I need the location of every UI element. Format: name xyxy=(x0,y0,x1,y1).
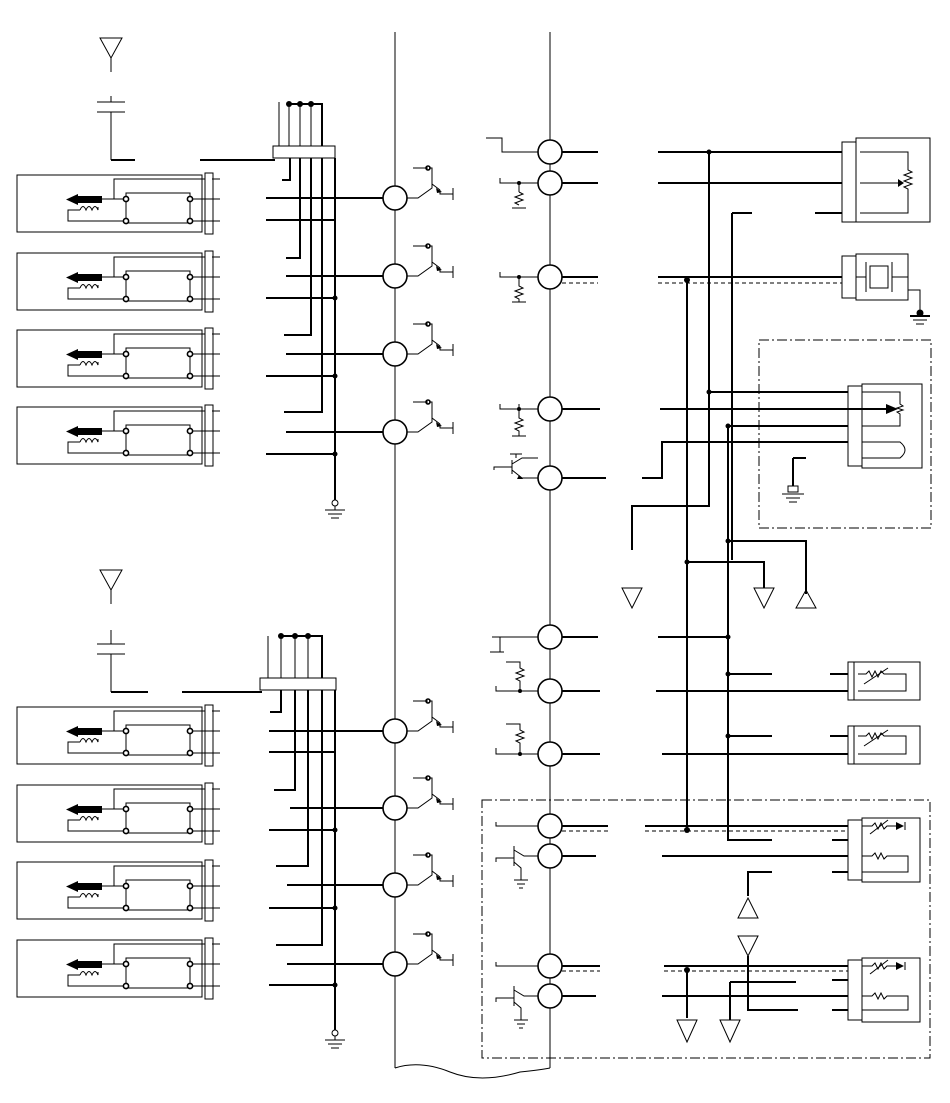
relay-module xyxy=(16,782,220,845)
transistor-icon xyxy=(493,453,538,479)
antenna-icon xyxy=(97,569,148,693)
connector-pin xyxy=(537,624,563,650)
bus-connector xyxy=(182,633,337,1030)
connector-pin xyxy=(382,341,408,367)
relay-module xyxy=(16,704,220,767)
transistor-icon xyxy=(407,698,454,733)
thermistor-box xyxy=(847,725,921,765)
thermistor-box xyxy=(847,957,921,1023)
transistor-icon xyxy=(407,165,454,200)
coil-icon xyxy=(79,438,99,444)
connector-pin xyxy=(382,263,408,289)
coil-icon xyxy=(79,816,99,822)
left-pins xyxy=(382,165,454,977)
connector-pin xyxy=(537,813,563,839)
crystal-box xyxy=(841,253,930,325)
bus-connector xyxy=(200,101,336,500)
connector-pin xyxy=(537,741,563,767)
coil-icon xyxy=(79,206,99,212)
lower-zone xyxy=(481,799,931,1059)
transistor-icon xyxy=(495,846,538,889)
coil-icon xyxy=(79,893,99,899)
relay-modules xyxy=(16,172,220,1000)
transistor-icon xyxy=(495,986,538,1029)
relay-module xyxy=(16,250,220,313)
connector-pin xyxy=(382,795,408,821)
connector-pin xyxy=(537,953,563,979)
relay-module xyxy=(16,859,220,922)
thermistor-box xyxy=(847,817,921,883)
connector-pin xyxy=(382,951,408,977)
connector-pin xyxy=(537,170,563,196)
coil-icon xyxy=(79,284,99,290)
coil-icon xyxy=(79,738,99,744)
connector-pin xyxy=(537,983,563,1009)
right-wiring xyxy=(562,149,888,1020)
antenna-icon xyxy=(97,37,135,161)
ground-icon xyxy=(325,1029,345,1049)
potentiometer-box xyxy=(841,137,931,223)
relay-module xyxy=(16,327,220,390)
connector-pin xyxy=(382,185,408,211)
connector-pin xyxy=(382,872,408,898)
connector-pin xyxy=(537,396,563,422)
transistor-icon xyxy=(407,852,454,887)
connector-pin xyxy=(537,139,563,165)
connector-pin xyxy=(382,718,408,744)
connector-pin xyxy=(537,465,563,491)
connector-pin xyxy=(537,843,563,869)
connector-pin xyxy=(537,264,563,290)
relay-module xyxy=(16,172,220,235)
terminal-triangles xyxy=(621,587,817,1044)
coil-icon xyxy=(79,971,99,977)
connector-pin xyxy=(382,419,408,445)
sensor-zone xyxy=(758,339,932,529)
left-pin-feeds xyxy=(266,197,383,988)
connector-pin xyxy=(537,678,563,704)
transistor-icon xyxy=(407,321,454,356)
transistor-icon xyxy=(407,399,454,434)
coil-icon xyxy=(79,361,99,367)
ground-icon xyxy=(325,499,345,519)
transistor-icon xyxy=(407,243,454,278)
right-trunk-stubs xyxy=(486,137,538,967)
relay-module xyxy=(16,937,220,1000)
relay-module xyxy=(16,404,220,467)
transistor-icon xyxy=(407,775,454,810)
thermistor-box xyxy=(847,661,921,701)
transistor-icon xyxy=(407,931,454,966)
left-trunk xyxy=(394,32,551,1079)
